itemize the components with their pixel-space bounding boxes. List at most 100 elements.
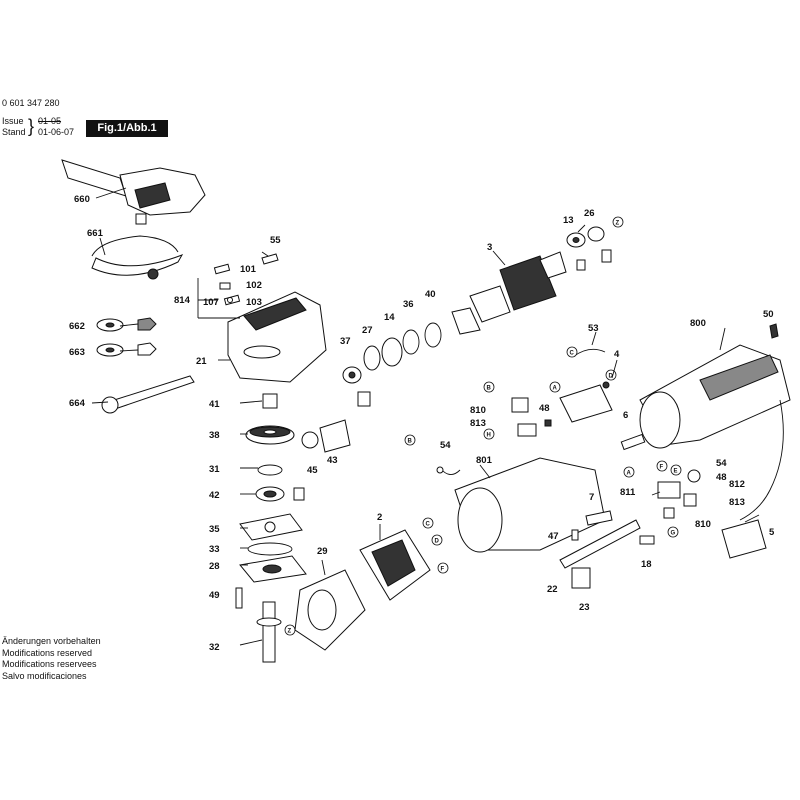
label-801: 801 — [476, 455, 493, 466]
tag-z-2: Z — [284, 624, 296, 636]
label-29: 29 — [317, 546, 328, 557]
label-33: 33 — [209, 544, 220, 555]
part-13-26-bearings — [566, 226, 612, 271]
svg-text:A: A — [553, 386, 558, 392]
label-40: 40 — [425, 289, 436, 300]
part-38-gear — [245, 425, 295, 445]
label-54-b: 54 — [716, 458, 727, 469]
svg-text:B: B — [487, 386, 492, 392]
svg-text:H: H — [487, 433, 491, 439]
label-43: 43 — [327, 455, 338, 466]
label-814: 814 — [174, 295, 191, 306]
label-4: 4 — [614, 349, 620, 360]
part-42-bearing — [255, 486, 305, 502]
label-49: 49 — [209, 590, 220, 601]
svg-text:Z: Z — [288, 629, 292, 635]
svg-text:G: G — [671, 531, 676, 537]
label-32: 32 — [209, 642, 220, 653]
svg-text:Z: Z — [616, 221, 620, 227]
label-53: 53 — [588, 323, 599, 334]
part-21-gear-housing — [227, 291, 327, 383]
label-2: 2 — [377, 512, 382, 523]
footer-note-es: Salvo modificaciones — [2, 670, 87, 681]
part-27-14-36-40-rings — [363, 322, 442, 371]
part-662-flange — [96, 317, 157, 332]
part-660-grinder — [61, 159, 206, 225]
label-811: 811 — [620, 487, 636, 498]
part-801-motor-housing — [454, 457, 606, 553]
label-3: 3 — [487, 242, 492, 253]
figure-label: Fig.1/Abb.1 — [86, 120, 168, 137]
part-33-ring — [247, 542, 293, 556]
svg-text:A: A — [627, 471, 632, 477]
label-103: 103 — [246, 297, 262, 308]
tag-z-1: Z — [612, 216, 624, 228]
footer-notes: Änderungen vorbehalten Modifications res… — [2, 636, 101, 682]
tag-a-1: A — [549, 381, 561, 393]
part-800-handle-housing — [639, 344, 791, 449]
part-53-4-switch — [559, 348, 613, 423]
svg-text:F: F — [441, 567, 445, 573]
footer-note-de: Änderungen vorbehalten — [2, 636, 101, 646]
label-47: 47 — [548, 531, 559, 542]
part-22-23-switch-rod — [559, 519, 641, 589]
part-50-screw — [769, 323, 779, 339]
tag-c-1: C — [566, 346, 578, 358]
tag-b-1: B — [483, 381, 495, 393]
label-5: 5 — [769, 527, 775, 538]
issue-label: Issue — [2, 116, 24, 126]
svg-text:C: C — [426, 522, 431, 528]
part-45-43-lock — [301, 419, 351, 453]
part-3-armature — [451, 251, 567, 335]
label-660: 660 — [74, 194, 90, 205]
label-21: 21 — [196, 356, 207, 367]
part-55-screw — [261, 253, 279, 265]
label-23: 23 — [579, 602, 590, 613]
label-18: 18 — [641, 559, 652, 570]
label-800: 800 — [690, 318, 706, 329]
label-48-b: 48 — [716, 472, 727, 483]
part-number: 0 601 347 280 — [2, 98, 60, 108]
label-101: 101 — [240, 264, 257, 275]
stand-value: 01-06-07 — [38, 127, 75, 137]
tag-b-2: B — [404, 434, 416, 446]
part-663-nut — [96, 342, 157, 357]
label-813-a: 813 — [470, 418, 486, 429]
footer-note-fr: Modifications reservees — [2, 659, 97, 669]
part-31-circlip — [257, 464, 283, 476]
stand-label: Stand — [2, 127, 26, 137]
svg-text:C: C — [570, 351, 575, 357]
label-664: 664 — [69, 398, 86, 409]
label-27: 27 — [362, 325, 373, 336]
svg-text:B: B — [408, 439, 413, 445]
label-13: 13 — [563, 215, 574, 226]
part-18-spring — [639, 535, 655, 545]
part-661-guard — [91, 235, 184, 280]
part-54-cable-left — [436, 466, 461, 475]
tag-g-1: G — [667, 526, 679, 538]
label-810-a: 810 — [470, 405, 486, 416]
label-812: 812 — [729, 479, 745, 490]
label-36: 36 — [403, 299, 414, 310]
label-102: 102 — [246, 280, 262, 291]
tag-d-1: D — [605, 369, 617, 381]
svg-text:E: E — [674, 469, 678, 475]
label-661: 661 — [87, 228, 104, 239]
tag-f-2: F — [437, 562, 449, 574]
label-45: 45 — [307, 465, 318, 476]
part-41-bearing — [262, 393, 278, 409]
label-662: 662 — [69, 321, 85, 332]
brace: } — [28, 116, 35, 136]
tag-f-1: F — [656, 460, 668, 472]
label-28: 28 — [209, 561, 220, 572]
part-811-812-813-suppressor — [657, 469, 701, 519]
part-101-102-103-107 — [213, 263, 241, 306]
label-14: 14 — [384, 312, 395, 323]
part-49-screw — [235, 587, 243, 609]
part-32-spindle — [256, 601, 282, 663]
tag-c-2: C — [422, 517, 434, 529]
label-31: 31 — [209, 464, 220, 475]
label-42: 42 — [209, 490, 220, 501]
label-26: 26 — [584, 208, 595, 219]
